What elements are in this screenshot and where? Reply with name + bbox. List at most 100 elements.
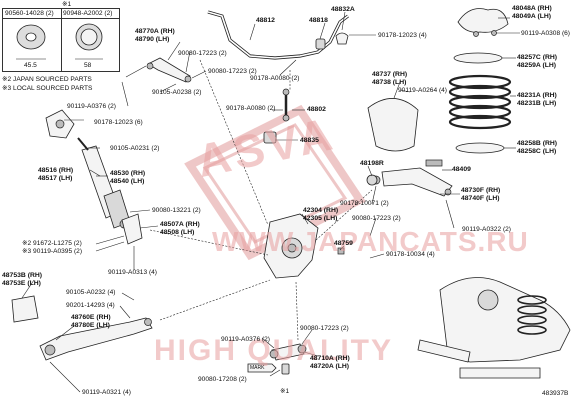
callout-90119-a0321[interactable]: 90119-A0321 (4) bbox=[82, 389, 131, 396]
callout-48048a[interactable]: 48048A (RH) bbox=[512, 5, 552, 12]
callout-48760e[interactable]: 48760E (RH) bbox=[71, 314, 111, 321]
bushing-bracket-part[interactable] bbox=[335, 32, 349, 45]
callout-48258c[interactable]: 48258C (LH) bbox=[517, 148, 557, 155]
shock-mount-part[interactable] bbox=[45, 109, 75, 139]
callout-48258b[interactable]: 48258B (RH) bbox=[517, 140, 558, 147]
callout-90119-a0376-b[interactable]: 90119-A0376 (2) bbox=[221, 336, 270, 343]
callout-90080-17208[interactable]: 90080-17208 (2) bbox=[198, 376, 247, 383]
lower-arm-part[interactable] bbox=[371, 167, 453, 197]
callout-48738[interactable]: 48738 (LH) bbox=[372, 79, 407, 86]
cap-48759-part[interactable] bbox=[337, 247, 345, 255]
callout-90201-14293[interactable]: 90201-14293 (4) bbox=[66, 302, 115, 309]
spring-seat-part[interactable] bbox=[367, 98, 419, 152]
inset-part-code-1[interactable]: 90560-14028 (2) bbox=[5, 10, 54, 17]
callout-48832a[interactable]: 48832A bbox=[331, 6, 355, 13]
callout-90119-a0322[interactable]: 90119-A0322 (2) bbox=[462, 226, 511, 233]
callout-48516[interactable]: 48516 (RH) bbox=[38, 167, 74, 174]
callout-48530[interactable]: 48530 (RH) bbox=[110, 170, 146, 177]
callout-48753e[interactable]: 48753E (LH) bbox=[2, 280, 41, 287]
callout-48049a[interactable]: 48049A (LH) bbox=[512, 13, 552, 20]
callout-90080-17223-c[interactable]: 90080-17223 (2) bbox=[352, 215, 401, 222]
callout-48231b[interactable]: 48231B (LH) bbox=[517, 100, 557, 107]
callout-42305[interactable]: 42305 (LH) bbox=[303, 215, 338, 222]
inset-dim-1: 45.5 bbox=[24, 62, 37, 69]
washer-ref1-part[interactable] bbox=[281, 363, 290, 375]
inset-dim-2: 58 bbox=[84, 62, 92, 69]
note-local-sourced: ※3 LOCAL SOURCED PARTS bbox=[2, 85, 93, 92]
diagram-id: 483937B bbox=[542, 390, 569, 397]
toe-arm-bush-part[interactable] bbox=[11, 295, 39, 323]
callout-48780e[interactable]: 48780E (LH) bbox=[71, 322, 110, 329]
callout-90119-a0395[interactable]: ※3 90119-A0395 (2) bbox=[22, 248, 83, 255]
leader-lines bbox=[21, 11, 520, 393]
callout-90080-13221[interactable]: 90080-13221 (2) bbox=[152, 207, 201, 214]
callout-90080-17223-a[interactable]: 90080-17223 (2) bbox=[178, 50, 227, 57]
callout-48802[interactable]: 48802 bbox=[307, 106, 326, 113]
callout-90119-a0376-a[interactable]: 90119-A0376 (2) bbox=[67, 103, 116, 110]
callout-48517[interactable]: 48517 (LH) bbox=[38, 175, 73, 182]
callout-48759[interactable]: 48759 bbox=[334, 240, 353, 247]
callout-48409[interactable]: 48409 bbox=[452, 166, 471, 173]
callout-48812[interactable]: 48812 bbox=[256, 17, 275, 24]
coil-spring-part[interactable] bbox=[448, 74, 512, 130]
mark-tag bbox=[247, 363, 277, 373]
callout-48730f[interactable]: 48730F (RH) bbox=[461, 187, 501, 194]
callout-48231a[interactable]: 48231A (RH) bbox=[517, 92, 557, 99]
callout-90178-12023-6[interactable]: 90178-12023 (6) bbox=[94, 119, 143, 126]
lower-control-arm-part[interactable] bbox=[39, 317, 153, 361]
knuckle-part[interactable] bbox=[263, 213, 319, 279]
note-japan-sourced: ※2 JAPAN SOURCED PARTS bbox=[2, 76, 92, 83]
callout-48710a[interactable]: 48710A (RH) bbox=[310, 355, 350, 362]
callout-90105-a0238[interactable]: 90105-A0238 (2) bbox=[152, 89, 202, 96]
callout-48737[interactable]: 48737 (RH) bbox=[372, 71, 408, 78]
callout-48198r[interactable]: 48198R bbox=[360, 160, 384, 167]
callout-90178-10034[interactable]: 90178-10034 (4) bbox=[386, 251, 435, 258]
callout-90178-10071[interactable]: 90178-10071 (2) bbox=[340, 200, 389, 207]
callout-90119-a0264[interactable]: 90119-A0264 (4) bbox=[398, 87, 447, 94]
bush-48198r-part[interactable] bbox=[366, 174, 378, 186]
callout-48740f[interactable]: 48740F (LH) bbox=[461, 195, 500, 202]
bolt-48409-part[interactable] bbox=[425, 159, 443, 167]
callout-48259a[interactable]: 48259A (LH) bbox=[517, 62, 557, 69]
callout-91672-l1275[interactable]: ※2 91672-L1275 (2) bbox=[22, 240, 82, 247]
callout-48818[interactable]: 48818 bbox=[309, 17, 328, 24]
callout-48507a[interactable]: 48507A (RH) bbox=[160, 221, 200, 228]
callout-90178-12023-4[interactable]: 90178-12023 (4) bbox=[378, 32, 427, 39]
callout-90080-17223-d[interactable]: 90080-17223 (2) bbox=[300, 325, 349, 332]
callout-48540[interactable]: 48540 (LH) bbox=[110, 178, 145, 185]
callout-90080-17223-b[interactable]: 90080-17223 (2) bbox=[208, 68, 257, 75]
callout-48720a[interactable]: 48720A (LH) bbox=[310, 363, 350, 370]
callout-90119-a0308[interactable]: 90119-A0308 (6) bbox=[521, 30, 570, 37]
stabilizer-link-part[interactable] bbox=[282, 88, 290, 122]
callout-90178-a0080-b[interactable]: 90178-A0080 (2) bbox=[226, 105, 276, 112]
trailing-link-part[interactable] bbox=[269, 343, 307, 361]
mark-label: MARK bbox=[250, 365, 265, 371]
callout-48508[interactable]: 48508 (LH) bbox=[160, 229, 195, 236]
assembled-suspension-view bbox=[417, 277, 571, 379]
callout-90119-a0313[interactable]: 90119-A0313 (4) bbox=[108, 269, 157, 276]
callout-48257c[interactable]: 48257C (RH) bbox=[517, 54, 558, 61]
callout-48753b[interactable]: 48753B (RH) bbox=[2, 272, 43, 279]
inset-box bbox=[2, 8, 120, 72]
callout-90178-a0080-a[interactable]: 90178-A0080 (2) bbox=[250, 75, 300, 82]
spring-insulator-lower-part[interactable] bbox=[455, 142, 505, 154]
upper-support-part[interactable] bbox=[457, 8, 509, 37]
callout-48790[interactable]: 48790 (LH) bbox=[135, 36, 170, 43]
callout-90105-a0231[interactable]: 90105-A0231 (2) bbox=[110, 145, 160, 152]
inset-ref-mark: ※1 bbox=[62, 1, 72, 8]
stabilizer-bar-part[interactable] bbox=[207, 10, 349, 60]
upper-arm-part[interactable] bbox=[146, 57, 192, 83]
inset-part-code-2[interactable]: 90948-A2002 (2) bbox=[63, 10, 113, 17]
callout-48770a[interactable]: 48770A (RH) bbox=[135, 28, 175, 35]
callout-90105-a0232[interactable]: 90105-A0232 (4) bbox=[66, 289, 116, 296]
bracket-part[interactable] bbox=[121, 213, 143, 245]
inset-washers bbox=[16, 23, 103, 60]
spring-insulator-upper-part[interactable] bbox=[453, 52, 503, 64]
stabilizer-bushing-part[interactable] bbox=[315, 38, 326, 50]
callout-48835[interactable]: 48835 bbox=[300, 137, 319, 144]
callout-ref1[interactable]: ※1 bbox=[280, 388, 290, 395]
callout-42304[interactable]: 42304 (RH) bbox=[303, 207, 339, 214]
bushing-48835-part[interactable] bbox=[263, 131, 277, 144]
